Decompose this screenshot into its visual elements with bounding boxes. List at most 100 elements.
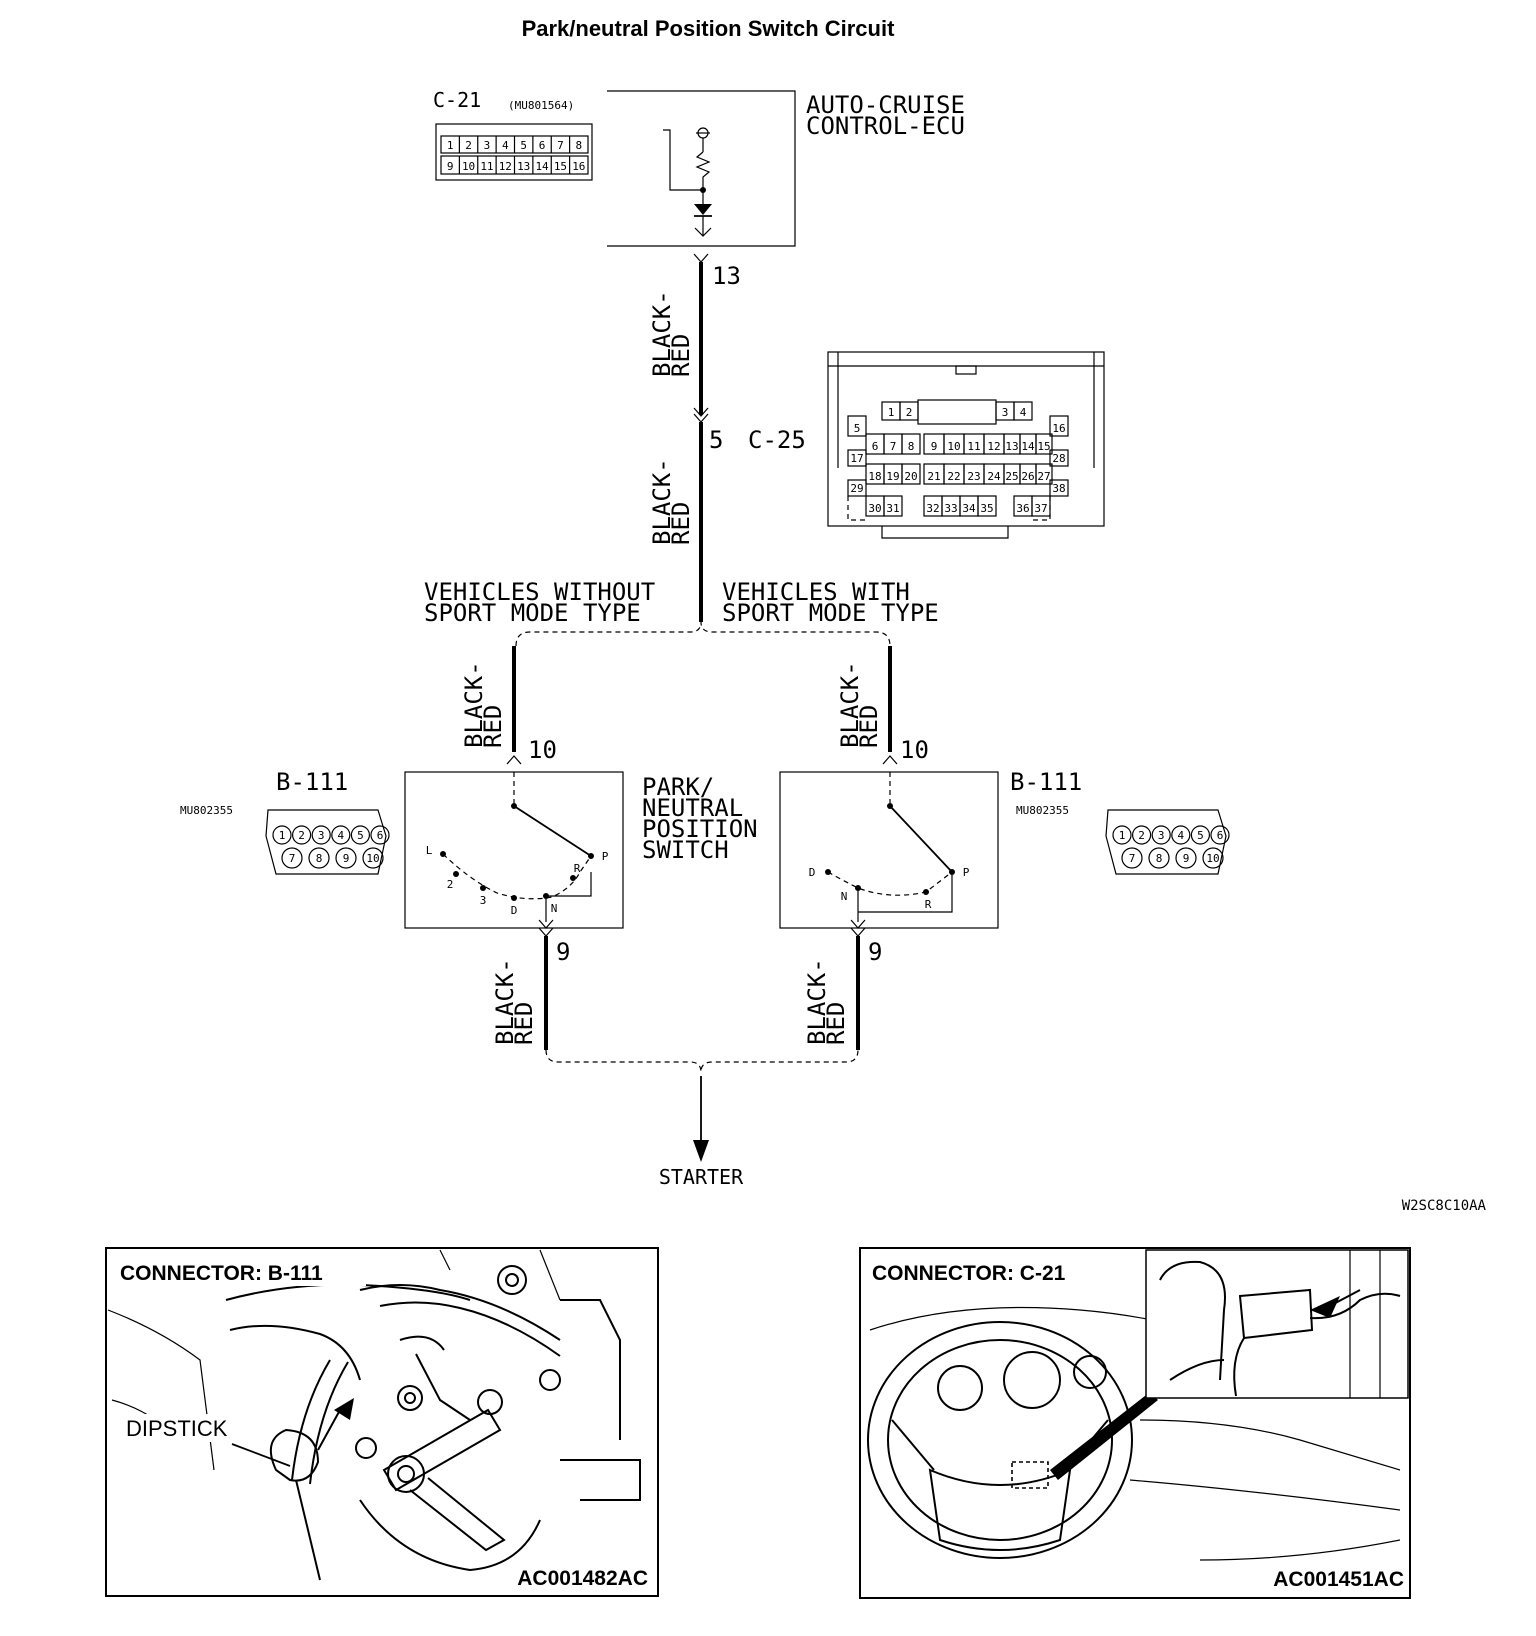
switch-name: PARK/ NEUTRAL POSITION SWITCH — [642, 773, 758, 864]
starter-label: STARTER — [659, 1165, 744, 1189]
photo-b111-dipstick-label: DIPSTICK — [126, 1416, 228, 1441]
b111-pin-label: 4 — [337, 829, 344, 842]
switch-left-position-label: L — [426, 844, 433, 857]
switch-left-out-color-1: BLACK- — [491, 958, 519, 1045]
switch-left-position-label: D — [511, 904, 518, 917]
ecu-internal-circuit — [663, 127, 712, 237]
c25-pin: 21 — [927, 470, 940, 483]
c25-pin: 9 — [931, 440, 938, 453]
switch-right-out-color-1: BLACK- — [803, 958, 831, 1045]
b111-right-id: B-111 — [1010, 768, 1082, 796]
switch-right-out-color-2: RED — [822, 1002, 850, 1045]
c25-pin: 28 — [1052, 452, 1065, 465]
b111-left-id: B-111 — [276, 768, 348, 796]
b111-pin — [281, 847, 303, 869]
b111-pin — [362, 847, 384, 869]
switch-right-contact — [923, 889, 929, 895]
switch-right-position-label: P — [963, 866, 970, 879]
c25-pin: 33 — [944, 502, 957, 515]
c25-pin: 7 — [890, 440, 897, 453]
switch-right-contact — [825, 869, 831, 875]
c21-pin: 15 — [554, 160, 567, 173]
switch-left-out-color-2: RED — [510, 1002, 538, 1045]
b111-pin — [1202, 847, 1224, 869]
c25-pin: 23 — [967, 470, 980, 483]
switch-right-position-label: N — [841, 890, 848, 903]
c25-pin: 36 — [1016, 502, 1029, 515]
b111-pin-label: 7 — [289, 852, 296, 865]
c25-pin: 14 — [1021, 440, 1035, 453]
b111-pin-label: 5 — [1197, 829, 1204, 842]
switch-left-position-label: P — [602, 850, 609, 863]
c25-pin: 24 — [987, 470, 1001, 483]
branch-left-line1: VEHICLES WITHOUT — [424, 578, 655, 606]
b111-pin — [1148, 847, 1170, 869]
switch-right-wire-color-1: BLACK- — [836, 661, 864, 748]
switch-name-line4: SWITCH — [642, 836, 729, 864]
b111-pin — [292, 825, 312, 845]
switch-left-pin-10: 10 — [528, 736, 557, 764]
b111-pin-label: 2 — [1138, 829, 1145, 842]
ecu-pin-13: 13 — [712, 262, 741, 290]
b111-pin — [1171, 825, 1191, 845]
branch-left-line2: SPORT MODE TYPE — [424, 599, 641, 627]
switch-left-position-label: R — [574, 862, 581, 875]
b111-pin-label: 8 — [316, 852, 323, 865]
dashboard-illustration — [867, 1249, 1409, 1561]
c25-pin: 2 — [906, 406, 913, 419]
c25-pin: 25 — [1005, 470, 1018, 483]
c21-pin: 16 — [572, 160, 585, 173]
wire-ecu-to-c25: 13 BLACK- RED — [648, 253, 741, 423]
switch-left-contact — [453, 871, 459, 877]
b111-pin-label: 8 — [1156, 852, 1163, 865]
b111-right-part-number: MU802355 — [1016, 804, 1069, 817]
c25-pin: 15 — [1037, 440, 1050, 453]
c25-pin: 35 — [980, 502, 993, 515]
c25-pin: 11 — [967, 440, 980, 453]
c25-pin: 26 — [1021, 470, 1034, 483]
b111-pin — [308, 847, 330, 869]
c21-pin: 11 — [480, 160, 493, 173]
c21-pin: 7 — [557, 139, 564, 152]
switch-left-contact — [588, 853, 594, 859]
c25-pin: 8 — [908, 440, 915, 453]
c21-pin: 5 — [520, 139, 527, 152]
b111-pin-label: 10 — [1206, 852, 1219, 865]
c25-pin: 5 — [854, 422, 861, 435]
photo-b111-code: AC001482AC — [517, 1567, 648, 1590]
c25-pin: 12 — [987, 440, 1000, 453]
b111-pin-label: 5 — [357, 829, 364, 842]
c21-pin: 12 — [499, 160, 512, 173]
c25-pin-5: 5 — [709, 426, 723, 454]
b111-pin-label: 9 — [343, 852, 350, 865]
switch-left-contact — [440, 851, 446, 857]
ecu-name-line2: CONTROL-ECU — [806, 112, 965, 140]
c25-pin: 32 — [926, 502, 939, 515]
switch-left-wire-color-2: RED — [479, 705, 507, 748]
c21-pin: 13 — [517, 160, 530, 173]
b111-pin — [370, 825, 390, 845]
c25-pin: 30 — [868, 502, 881, 515]
switch-left-contact — [511, 895, 517, 901]
switch-left-position-label: N — [551, 902, 558, 915]
switch-left-position-label: 2 — [447, 878, 454, 891]
b111-pin-label: 1 — [1119, 829, 1126, 842]
c21-pin: 3 — [484, 139, 491, 152]
switch-right-pin-9: 9 — [868, 938, 882, 966]
b111-pin-label: 4 — [1177, 829, 1184, 842]
branch-right-line1: VEHICLES WITH — [722, 578, 910, 606]
c25-pin: 6 — [872, 440, 879, 453]
switch-name-line1: PARK/ — [642, 773, 714, 801]
wire-top-color-2: RED — [667, 334, 695, 377]
switch-right-position-label: R — [925, 898, 932, 911]
b111-pin-label: 9 — [1183, 852, 1190, 865]
switch-left-contact — [570, 875, 576, 881]
c25-pin: 18 — [868, 470, 881, 483]
b111-pin-label: 3 — [1158, 829, 1165, 842]
photo-c21-caption: CONNECTOR: C-21 — [872, 1262, 1066, 1285]
